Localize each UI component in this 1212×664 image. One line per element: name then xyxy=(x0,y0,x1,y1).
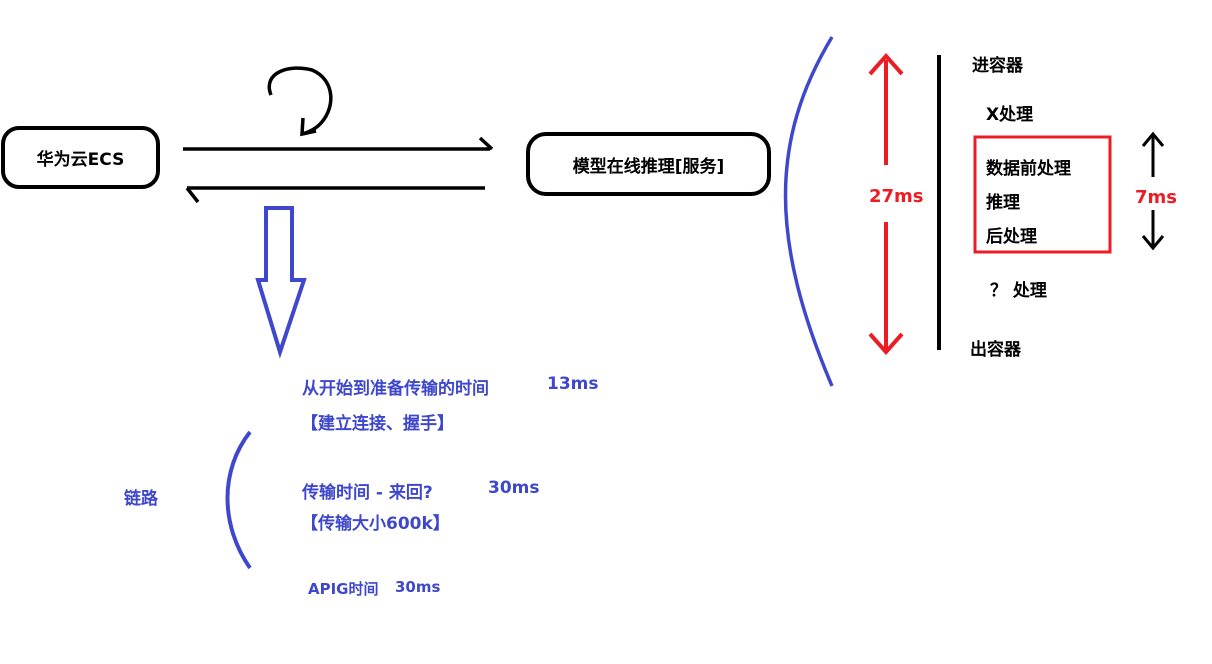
core-arrowhead-bottom xyxy=(1141,235,1165,251)
step-postprocess: 后处理 xyxy=(986,227,1037,247)
step-unknown-process: ？ 处理 xyxy=(990,281,1047,301)
link-item-3-text: APIG时间 xyxy=(308,580,379,598)
core-time-label: 7ms xyxy=(1135,187,1177,208)
step-exit: 出容器 xyxy=(970,340,1021,360)
core-box xyxy=(973,135,1112,254)
step-x-process: X处理 xyxy=(986,105,1034,125)
step-enter: 进容器 xyxy=(972,56,1023,76)
container-curve xyxy=(783,36,834,387)
core-arrowhead-top xyxy=(1141,131,1165,147)
step-inference: 推理 xyxy=(986,193,1020,213)
link-item-3-value: 30ms xyxy=(395,578,441,596)
link-brace xyxy=(225,430,252,570)
down-arrow xyxy=(255,206,307,359)
link-label: 链路 xyxy=(124,489,158,509)
step-preprocess: 数据前处理 xyxy=(986,159,1071,179)
total-arrowhead-top xyxy=(868,52,904,76)
service-label: 模型在线推理[服务] xyxy=(572,156,725,177)
link-item-2-value: 30ms xyxy=(488,478,540,498)
loop-arrowhead xyxy=(300,117,317,137)
link-item-1-note: 【建立连接、握手】 xyxy=(301,414,454,434)
link-item-2-text: 传输时间 - 来回? xyxy=(302,483,433,503)
ecs-box xyxy=(1,126,160,189)
ecs-label: 华为云ECS xyxy=(36,150,125,170)
link-item-2-note: 【传输大小600k】 xyxy=(301,514,450,534)
request-arrowhead xyxy=(478,136,494,151)
loop-arrow xyxy=(267,66,333,136)
total-time-label: 27ms xyxy=(869,186,924,207)
link-item-1-text: 从开始到准备传输的时间 xyxy=(302,379,489,399)
response-arrowhead xyxy=(185,186,200,204)
link-item-1-value: 13ms xyxy=(547,374,599,394)
total-arrowhead-bottom xyxy=(868,332,904,356)
service-box xyxy=(526,132,771,196)
